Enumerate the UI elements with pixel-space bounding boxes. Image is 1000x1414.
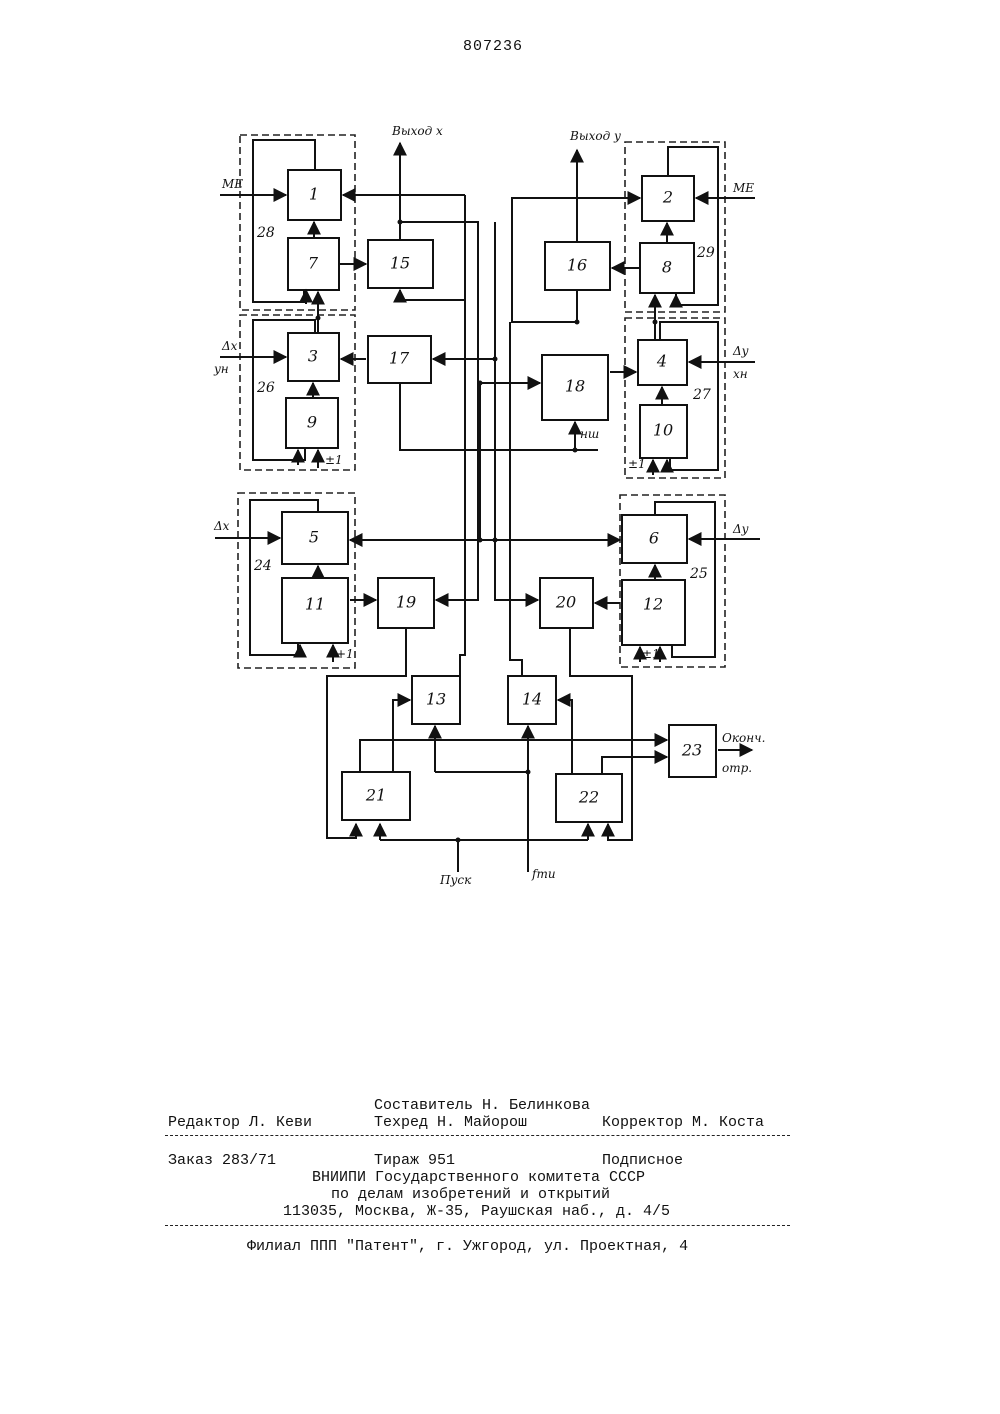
- block-label-22: 22: [578, 788, 599, 807]
- label-xn-right: xн: [733, 367, 748, 381]
- label-pm1-12: ±1: [642, 647, 660, 661]
- block-label-12: 12: [643, 595, 663, 614]
- group-label-25: 25: [689, 566, 708, 582]
- subscription-line: Подписное: [602, 1152, 683, 1170]
- block-label-17: 17: [389, 349, 410, 368]
- group-label-24: 24: [253, 558, 272, 574]
- rule-1: [165, 1135, 790, 1136]
- org-line-2: по делам изобретений и открытий: [331, 1186, 610, 1204]
- block-label-21: 21: [365, 786, 386, 805]
- group-label-27: 27: [692, 387, 711, 403]
- block-label-16: 16: [567, 256, 587, 275]
- address-line: 113035, Москва, Ж-35, Раушская наб., д. …: [283, 1203, 670, 1221]
- label-nsh: нш: [580, 427, 599, 441]
- group-label-28: 28: [256, 225, 275, 241]
- label-out-y: Выход y: [569, 129, 621, 143]
- label-dy-25: Δy: [732, 522, 749, 536]
- wire-bus-14: [510, 322, 522, 676]
- label-start: Пуск: [439, 873, 472, 887]
- block-label-11: 11: [305, 595, 325, 614]
- block-label-19: 19: [396, 593, 416, 612]
- label-end-2: отр.: [722, 761, 752, 775]
- label-pm1-9: ±1: [325, 453, 343, 467]
- label-p1-11: +1: [336, 647, 354, 661]
- block-label-7: 7: [308, 254, 319, 273]
- block-label-10: 10: [653, 421, 673, 440]
- label-dx-24: Δx: [213, 519, 230, 533]
- block-label-1: 1: [309, 185, 319, 204]
- label-ftn: fти: [531, 867, 556, 881]
- block-label-3: 3: [308, 347, 318, 366]
- block-label-20: 20: [555, 593, 576, 612]
- block-label-4: 4: [656, 352, 667, 371]
- block-label-5: 5: [309, 528, 319, 547]
- block-label-9: 9: [307, 413, 317, 432]
- rule-2: [165, 1225, 790, 1226]
- corrector-line: Корректор М. Коста: [602, 1114, 764, 1132]
- label-me-right: МЕ: [732, 181, 754, 195]
- group-label-26: 26: [256, 380, 275, 396]
- wire-21-13: [393, 700, 410, 772]
- editor-line: Редактор Л. Кеви: [168, 1114, 312, 1132]
- wire-bus-13: [460, 195, 465, 675]
- wire-bus-15: [400, 290, 465, 300]
- branch-line: Филиал ППП "Патент", г. Ужгород, ул. Про…: [247, 1238, 688, 1256]
- label-yn-left: yн: [213, 362, 229, 376]
- techred-line: Техред Н. Майорош: [374, 1114, 527, 1132]
- block-label-23: 23: [681, 741, 702, 760]
- group-label-29: 29: [696, 245, 715, 261]
- label-end-1: Оконч.: [722, 731, 765, 745]
- wire-22-23: [602, 757, 667, 774]
- circulation-line: Тираж 951: [374, 1152, 455, 1170]
- wire-bus-20: [495, 222, 538, 600]
- label-dy-right: Δy: [732, 344, 749, 358]
- block-label-2: 2: [662, 188, 673, 207]
- order-line: Заказ 283/71: [168, 1152, 276, 1170]
- block-label-8: 8: [662, 258, 672, 277]
- wire-22-14: [558, 700, 572, 774]
- block-diagram: 1 2 3 4 5 6 7 8 9 10 11 12 13 14 15 16 1…: [0, 0, 1000, 900]
- composer-line: Составитель Н. Белинкова: [374, 1097, 590, 1115]
- label-pm1-10: ±1: [628, 457, 646, 471]
- label-me-left: МЕ: [221, 177, 243, 191]
- block-label-15: 15: [390, 254, 410, 273]
- block-label-18: 18: [565, 377, 585, 396]
- block-label-6: 6: [649, 529, 659, 548]
- label-out-x: Выход x: [391, 124, 443, 138]
- block-label-14: 14: [522, 690, 542, 709]
- org-line-1: ВНИИПИ Государственного комитета СССР: [312, 1169, 645, 1187]
- label-dx-left: Δx: [221, 339, 238, 353]
- block-label-13: 13: [426, 690, 446, 709]
